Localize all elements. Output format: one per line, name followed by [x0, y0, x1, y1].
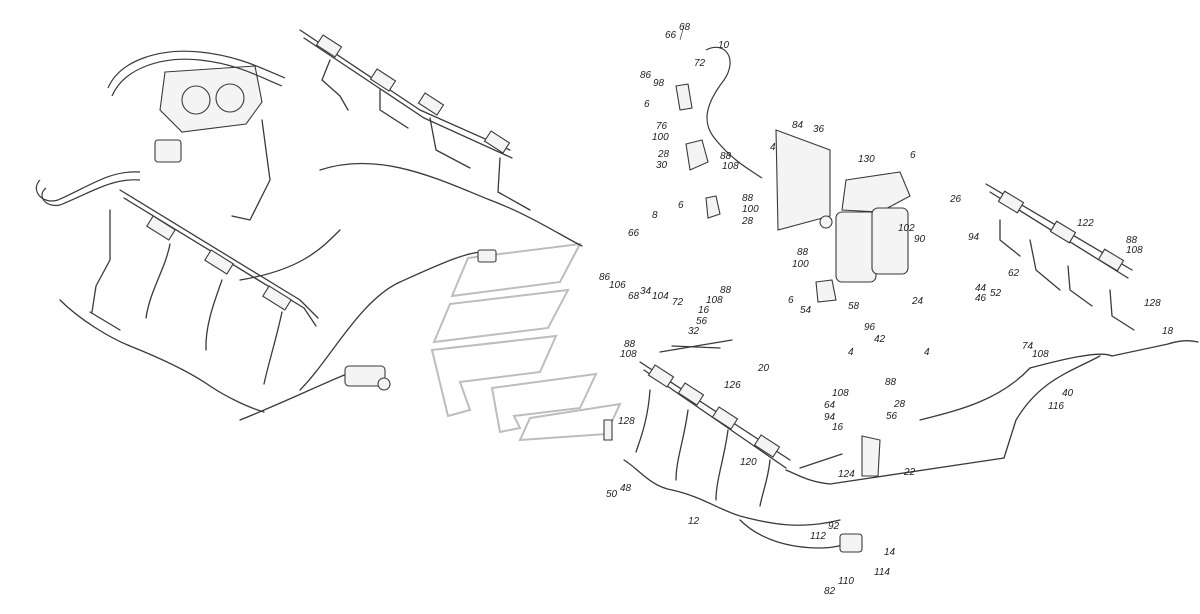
callout-label: 6	[644, 99, 650, 110]
callout-label: 62	[1008, 268, 1020, 279]
callout-label: 48	[620, 483, 632, 494]
callout-label: 4	[770, 142, 776, 153]
callout-label: 52	[990, 288, 1002, 299]
callout-label: 64	[824, 400, 836, 411]
callout-label: 30	[656, 160, 668, 171]
callout-label: 106	[609, 280, 626, 291]
callout-label: 34	[640, 286, 652, 297]
callout-label: 94	[824, 412, 836, 423]
callout-label: 84	[792, 120, 804, 131]
callout-label: 14	[884, 547, 896, 558]
callout-labels: 68 66 10 86 98 72 6 76 100 28 88 108 30 …	[599, 22, 1174, 597]
callout-label: 58	[848, 301, 860, 312]
callout-label: 104	[652, 291, 669, 302]
callout-label: 26	[949, 194, 962, 205]
callout-label: 68	[679, 22, 691, 33]
callout-label: 108	[832, 388, 849, 399]
callout-label: 122	[1077, 218, 1094, 229]
callout-label: 100	[652, 132, 669, 143]
callout-label: 44	[975, 283, 987, 294]
callout-label: 108	[706, 295, 723, 306]
engine-fuel-system-left	[35, 29, 583, 421]
fuel-rail-center	[623, 339, 1005, 553]
callout-label: 124	[838, 469, 855, 480]
callout-label: 6	[678, 200, 684, 211]
callout-label: 112	[810, 531, 826, 542]
callout-label: 28	[741, 216, 754, 227]
fuel-rail-right	[919, 183, 1199, 459]
callout-label: 126	[724, 380, 741, 391]
callout-label: 42	[874, 334, 886, 345]
callout-label: 54	[800, 305, 812, 316]
callout-label: 16	[832, 422, 844, 433]
callout-label: 40	[1062, 388, 1074, 399]
callout-label: 108	[722, 161, 739, 172]
bracket-center	[603, 83, 837, 441]
callout-label: 6	[788, 295, 794, 306]
callout-label: 68	[628, 291, 640, 302]
callout-label: 76	[656, 121, 668, 132]
callout-label: 28	[893, 399, 906, 410]
callout-label: 22	[903, 467, 916, 478]
callout-label: 20	[757, 363, 770, 374]
callout-label: 88	[1126, 235, 1138, 246]
callout-label: 100	[742, 204, 759, 215]
callout-label: 32	[688, 326, 700, 337]
callout-label: 88	[720, 151, 732, 162]
callout-label: 12	[688, 516, 700, 527]
callout-label: 56	[696, 316, 708, 327]
fuel-filter-130	[775, 129, 911, 283]
hoses-upper-center	[633, 44, 983, 429]
callout-label: 88	[885, 377, 897, 388]
callout-label: 102	[898, 223, 915, 234]
callout-label: 10	[718, 40, 730, 51]
callout-label: 4	[848, 347, 854, 358]
callout-label: 24	[911, 296, 924, 307]
callout-label: 18	[1162, 326, 1174, 337]
callout-label: 96	[864, 322, 876, 333]
callout-label: 108	[1032, 349, 1049, 360]
watermark-logo	[430, 242, 622, 442]
callout-label: 88	[742, 193, 754, 204]
callout-label: 4	[924, 347, 930, 358]
callout-label: 128	[1144, 298, 1161, 309]
callout-label: 36	[813, 124, 825, 135]
callout-label: 72	[672, 297, 684, 308]
callout-label: 88	[624, 339, 636, 350]
callout-label: 130	[858, 154, 875, 165]
callout-label: 88	[797, 247, 809, 258]
callout-label: 72	[694, 58, 706, 69]
callout-label: 90	[914, 234, 926, 245]
callout-label: 28	[657, 149, 670, 160]
callout-label: 50	[606, 489, 618, 500]
callout-label: 100	[792, 259, 809, 270]
callout-label: 86	[599, 272, 611, 283]
callout-label: 56	[886, 411, 898, 422]
callout-label: 74	[1022, 341, 1034, 352]
callout-label: 16	[698, 305, 710, 316]
callout-label: 108	[620, 349, 637, 360]
callout-label: 46	[975, 293, 987, 304]
callout-label: 6	[910, 150, 916, 161]
callout-label: 120	[740, 457, 757, 468]
callout-label: 8	[652, 210, 658, 221]
callout-label: 88	[720, 285, 732, 296]
callout-label: 114	[874, 567, 890, 578]
callout-label: 86	[640, 70, 652, 81]
callout-label: 94	[968, 232, 980, 243]
callout-label: 108	[1126, 245, 1143, 256]
callout-label: 92	[828, 521, 840, 532]
callout-label: 98	[653, 78, 665, 89]
callout-label: 116	[1048, 401, 1064, 412]
callout-label: 66	[628, 228, 640, 239]
callout-label: 128	[618, 416, 635, 427]
callout-label: 66	[665, 30, 677, 41]
callout-label: 82	[824, 586, 836, 597]
callout-label: 110	[838, 576, 854, 587]
